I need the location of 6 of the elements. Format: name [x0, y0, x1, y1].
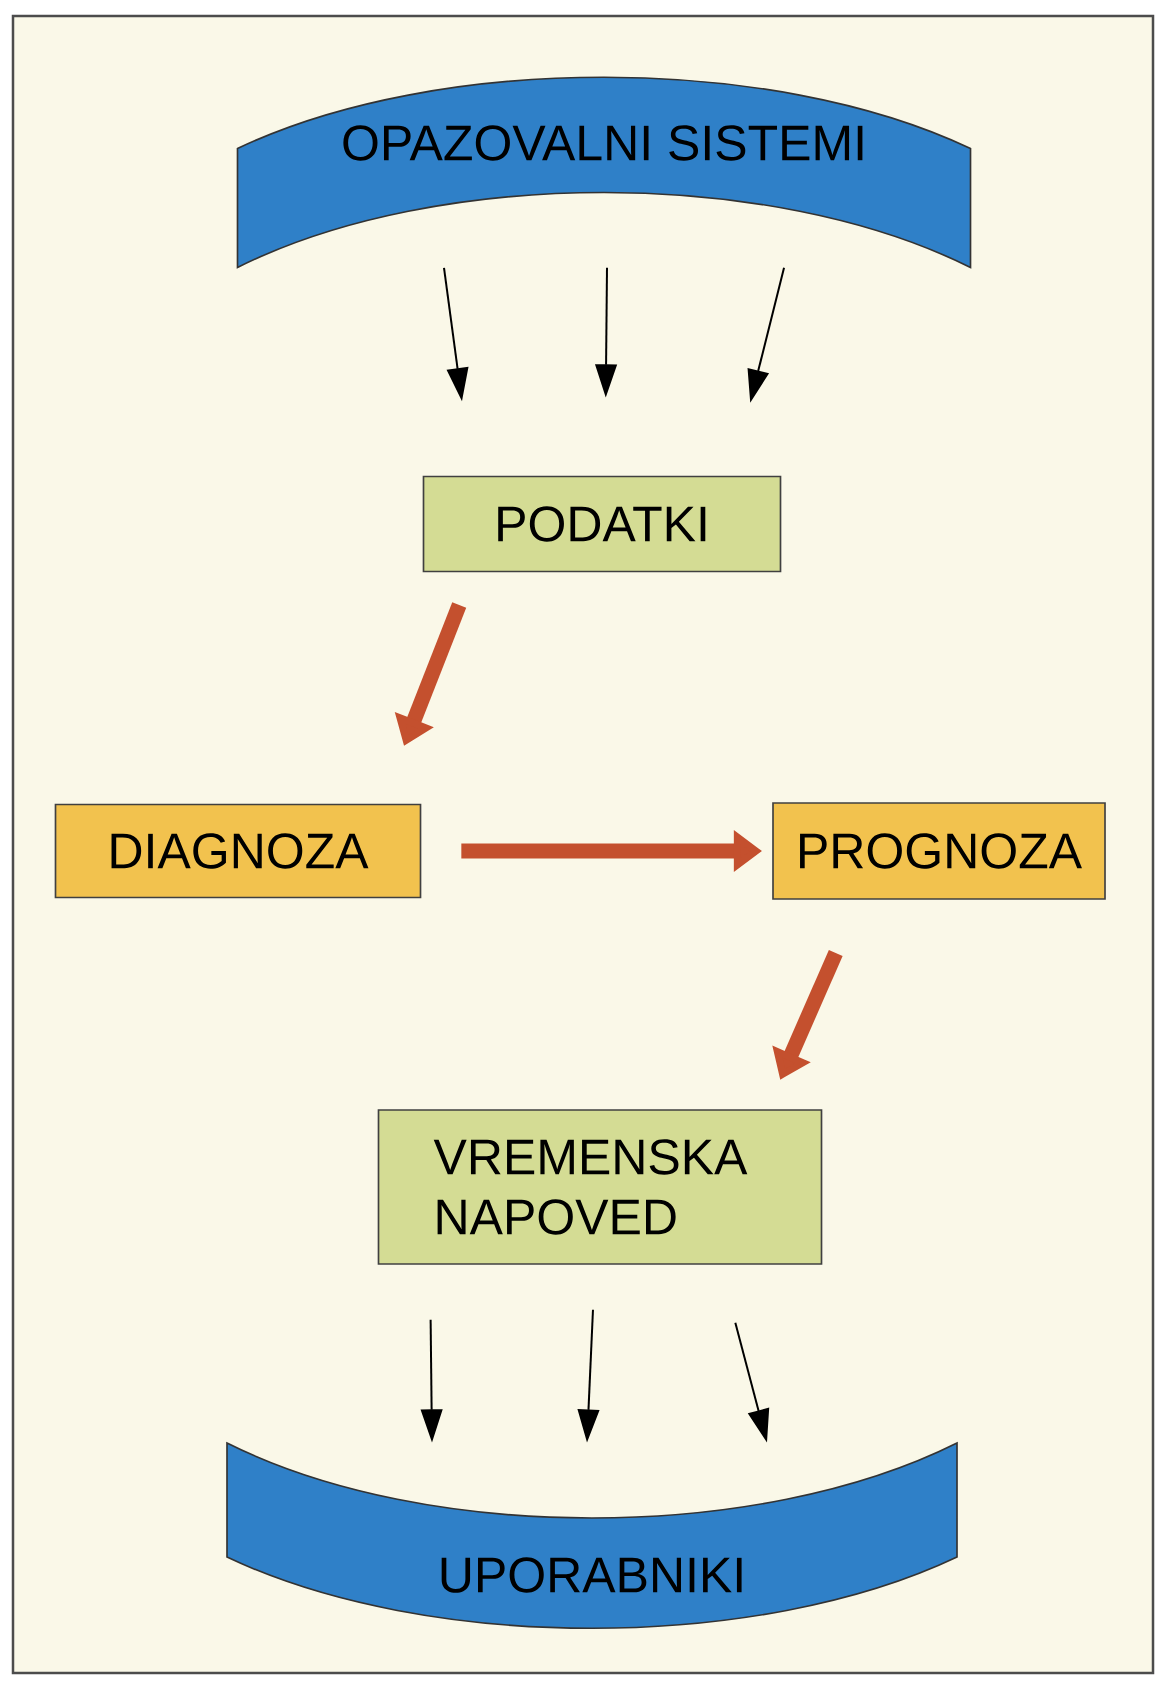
process-box: PROGNOZA	[772, 802, 1106, 900]
process-box: PODATKI	[422, 475, 782, 573]
arc-band: UPORABNIKI	[226, 1442, 958, 1630]
process-box: DIAGNOZA	[54, 803, 422, 899]
process-box: VREMENSKA NAPOVED	[377, 1109, 823, 1265]
arc-band: OPAZOVALNI SISTEMI	[236, 76, 972, 269]
